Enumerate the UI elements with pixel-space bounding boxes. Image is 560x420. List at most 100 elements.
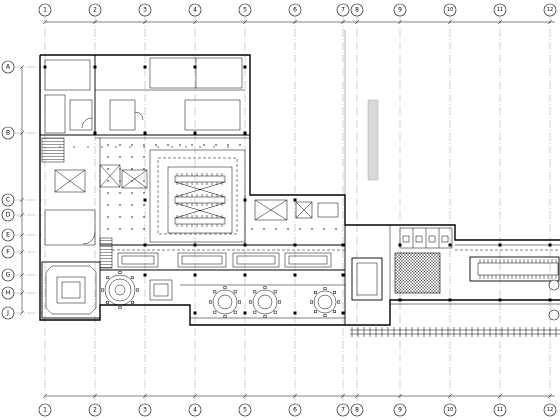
axis-bubble (350, 3, 364, 17)
axis-bubble-partial (548, 309, 560, 321)
chair-mark (263, 315, 267, 318)
structural-column (398, 243, 402, 247)
structural-column (193, 273, 197, 277)
axis-label: 9 (398, 407, 402, 414)
round-table (313, 290, 337, 314)
ceiling-light (143, 146, 145, 148)
chair-mark (213, 290, 217, 294)
axis-bubble (38, 3, 52, 17)
axis-label: D (6, 212, 11, 219)
dimension-tick (547, 19, 553, 25)
structural-column (548, 298, 552, 302)
chair-mark (118, 306, 122, 309)
ceiling-light (107, 192, 109, 194)
dimension-tick (340, 19, 346, 25)
ceiling-light (107, 216, 109, 218)
dimension-tick (19, 64, 25, 70)
chair-mark (333, 310, 336, 313)
ceiling-light (107, 156, 109, 158)
structural-column (93, 65, 97, 69)
room (44, 94, 66, 134)
chair-mark (223, 286, 227, 289)
private-room-inner (121, 255, 155, 265)
axis-bubble (188, 403, 202, 417)
round-table-inner (317, 294, 333, 310)
chair-mark (136, 288, 139, 292)
structural-column (293, 273, 297, 277)
private-room (284, 252, 332, 268)
structural-column (448, 243, 452, 247)
stage-platform (351, 257, 383, 301)
dimension-ticks (19, 19, 553, 399)
round-table (252, 289, 278, 315)
ceiling-light (131, 156, 133, 158)
ceiling-light (213, 146, 215, 148)
shaft-cross (121, 169, 148, 189)
site-elements (344, 30, 379, 195)
ceiling-light (131, 204, 133, 206)
axis-bubble (1, 268, 15, 282)
structural-column (243, 273, 247, 277)
structural-column (243, 131, 247, 135)
exterior-walls (39, 54, 560, 326)
chair-mark (106, 276, 110, 280)
axis-grid-lines (14, 16, 551, 404)
axis-bubble (1, 126, 15, 140)
ceiling-light (119, 144, 121, 146)
dimension-tick (547, 393, 553, 399)
stage-platform-inner (356, 262, 378, 296)
dimension-tick (497, 393, 503, 399)
shaft-cross (295, 201, 313, 219)
axis-bubble (38, 403, 52, 417)
axis-bubble (336, 403, 350, 417)
structural-column (293, 311, 297, 315)
ceiling-light (227, 146, 229, 148)
banquet-table (174, 175, 226, 183)
axis-label: H (6, 290, 11, 297)
axis-label: 6 (293, 7, 297, 14)
ceiling-light (171, 146, 173, 148)
axis-label: 8 (355, 407, 359, 414)
axis-bubble (1, 286, 15, 300)
ceiling-light (119, 204, 121, 206)
chair-mark (323, 314, 327, 317)
axis-label: 1 (43, 407, 47, 414)
axis-label: G (6, 272, 11, 279)
shaft-outline (54, 169, 86, 193)
shaft-box (295, 201, 313, 219)
chair-mark (233, 290, 237, 294)
structural-column (398, 298, 402, 302)
axis-bubble (336, 3, 350, 17)
dimension-lines (21, 21, 555, 397)
banquet-table (174, 217, 226, 225)
ceiling-light (101, 146, 103, 148)
dimension-tick (92, 393, 98, 399)
chair-mark (249, 300, 252, 304)
ceiling-light (115, 146, 117, 148)
axis-label: 9 (398, 7, 402, 14)
ceiling-light (131, 180, 133, 182)
chair-mark (273, 310, 277, 314)
structural-column (448, 298, 452, 302)
round-table-inner (257, 294, 273, 310)
room (69, 99, 93, 131)
dimension-tick (192, 393, 198, 399)
axis-label: E (6, 232, 10, 239)
ceiling-light (299, 228, 301, 230)
dimension-tick (242, 19, 248, 25)
chair-mark (101, 288, 104, 292)
ceiling-light (143, 168, 145, 170)
octagon-core (61, 281, 81, 299)
shaft-box (99, 164, 121, 188)
private-room-inner (288, 255, 328, 265)
chair-mark (118, 271, 122, 274)
door-swing (134, 111, 144, 121)
axis-label: 4 (193, 7, 197, 14)
axis-label: 11 (497, 7, 503, 13)
ceiling-light (107, 144, 109, 146)
ceiling-light (335, 228, 337, 230)
axis-label: A (6, 64, 11, 71)
long-table (477, 262, 559, 276)
room (44, 209, 96, 246)
